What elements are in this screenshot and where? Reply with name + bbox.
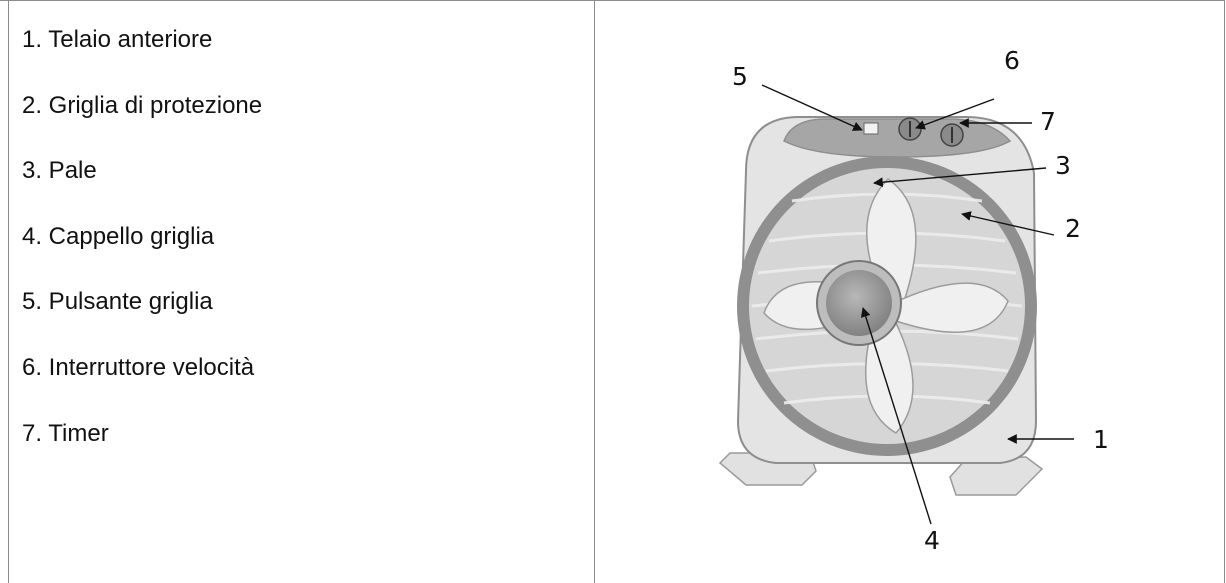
legend-item-2: 2. Griglia di protezione: [22, 94, 262, 160]
legend-item-6: 6. Interruttore velocità: [22, 356, 262, 422]
legend-item-1: 1. Telaio anteriore: [22, 28, 262, 94]
callout-label-3: 3: [1055, 151, 1071, 180]
legend-item-3: 3. Pale: [22, 159, 262, 225]
fan-diagram: 5 6 7 3 2 1 4: [596, 1, 1222, 581]
grille-button-icon: [864, 123, 878, 134]
legend-item-4: 4. Cappello griglia: [22, 225, 262, 291]
column-divider: [594, 0, 595, 583]
callout-label-1: 1: [1093, 425, 1109, 454]
left-border: [8, 0, 9, 583]
callout-label-4: 4: [924, 526, 940, 555]
callout-label-7: 7: [1040, 107, 1056, 136]
control-panel: [784, 119, 1010, 157]
legend-item-7: 7. Timer: [22, 422, 262, 488]
right-border: [1224, 0, 1225, 583]
parts-legend: 1. Telaio anteriore 2. Griglia di protez…: [22, 28, 262, 487]
legend-item-5: 5. Pulsante griglia: [22, 290, 262, 356]
callout-label-5: 5: [732, 62, 748, 91]
callout-label-2: 2: [1065, 214, 1081, 243]
callout-label-6: 6: [1004, 46, 1020, 75]
